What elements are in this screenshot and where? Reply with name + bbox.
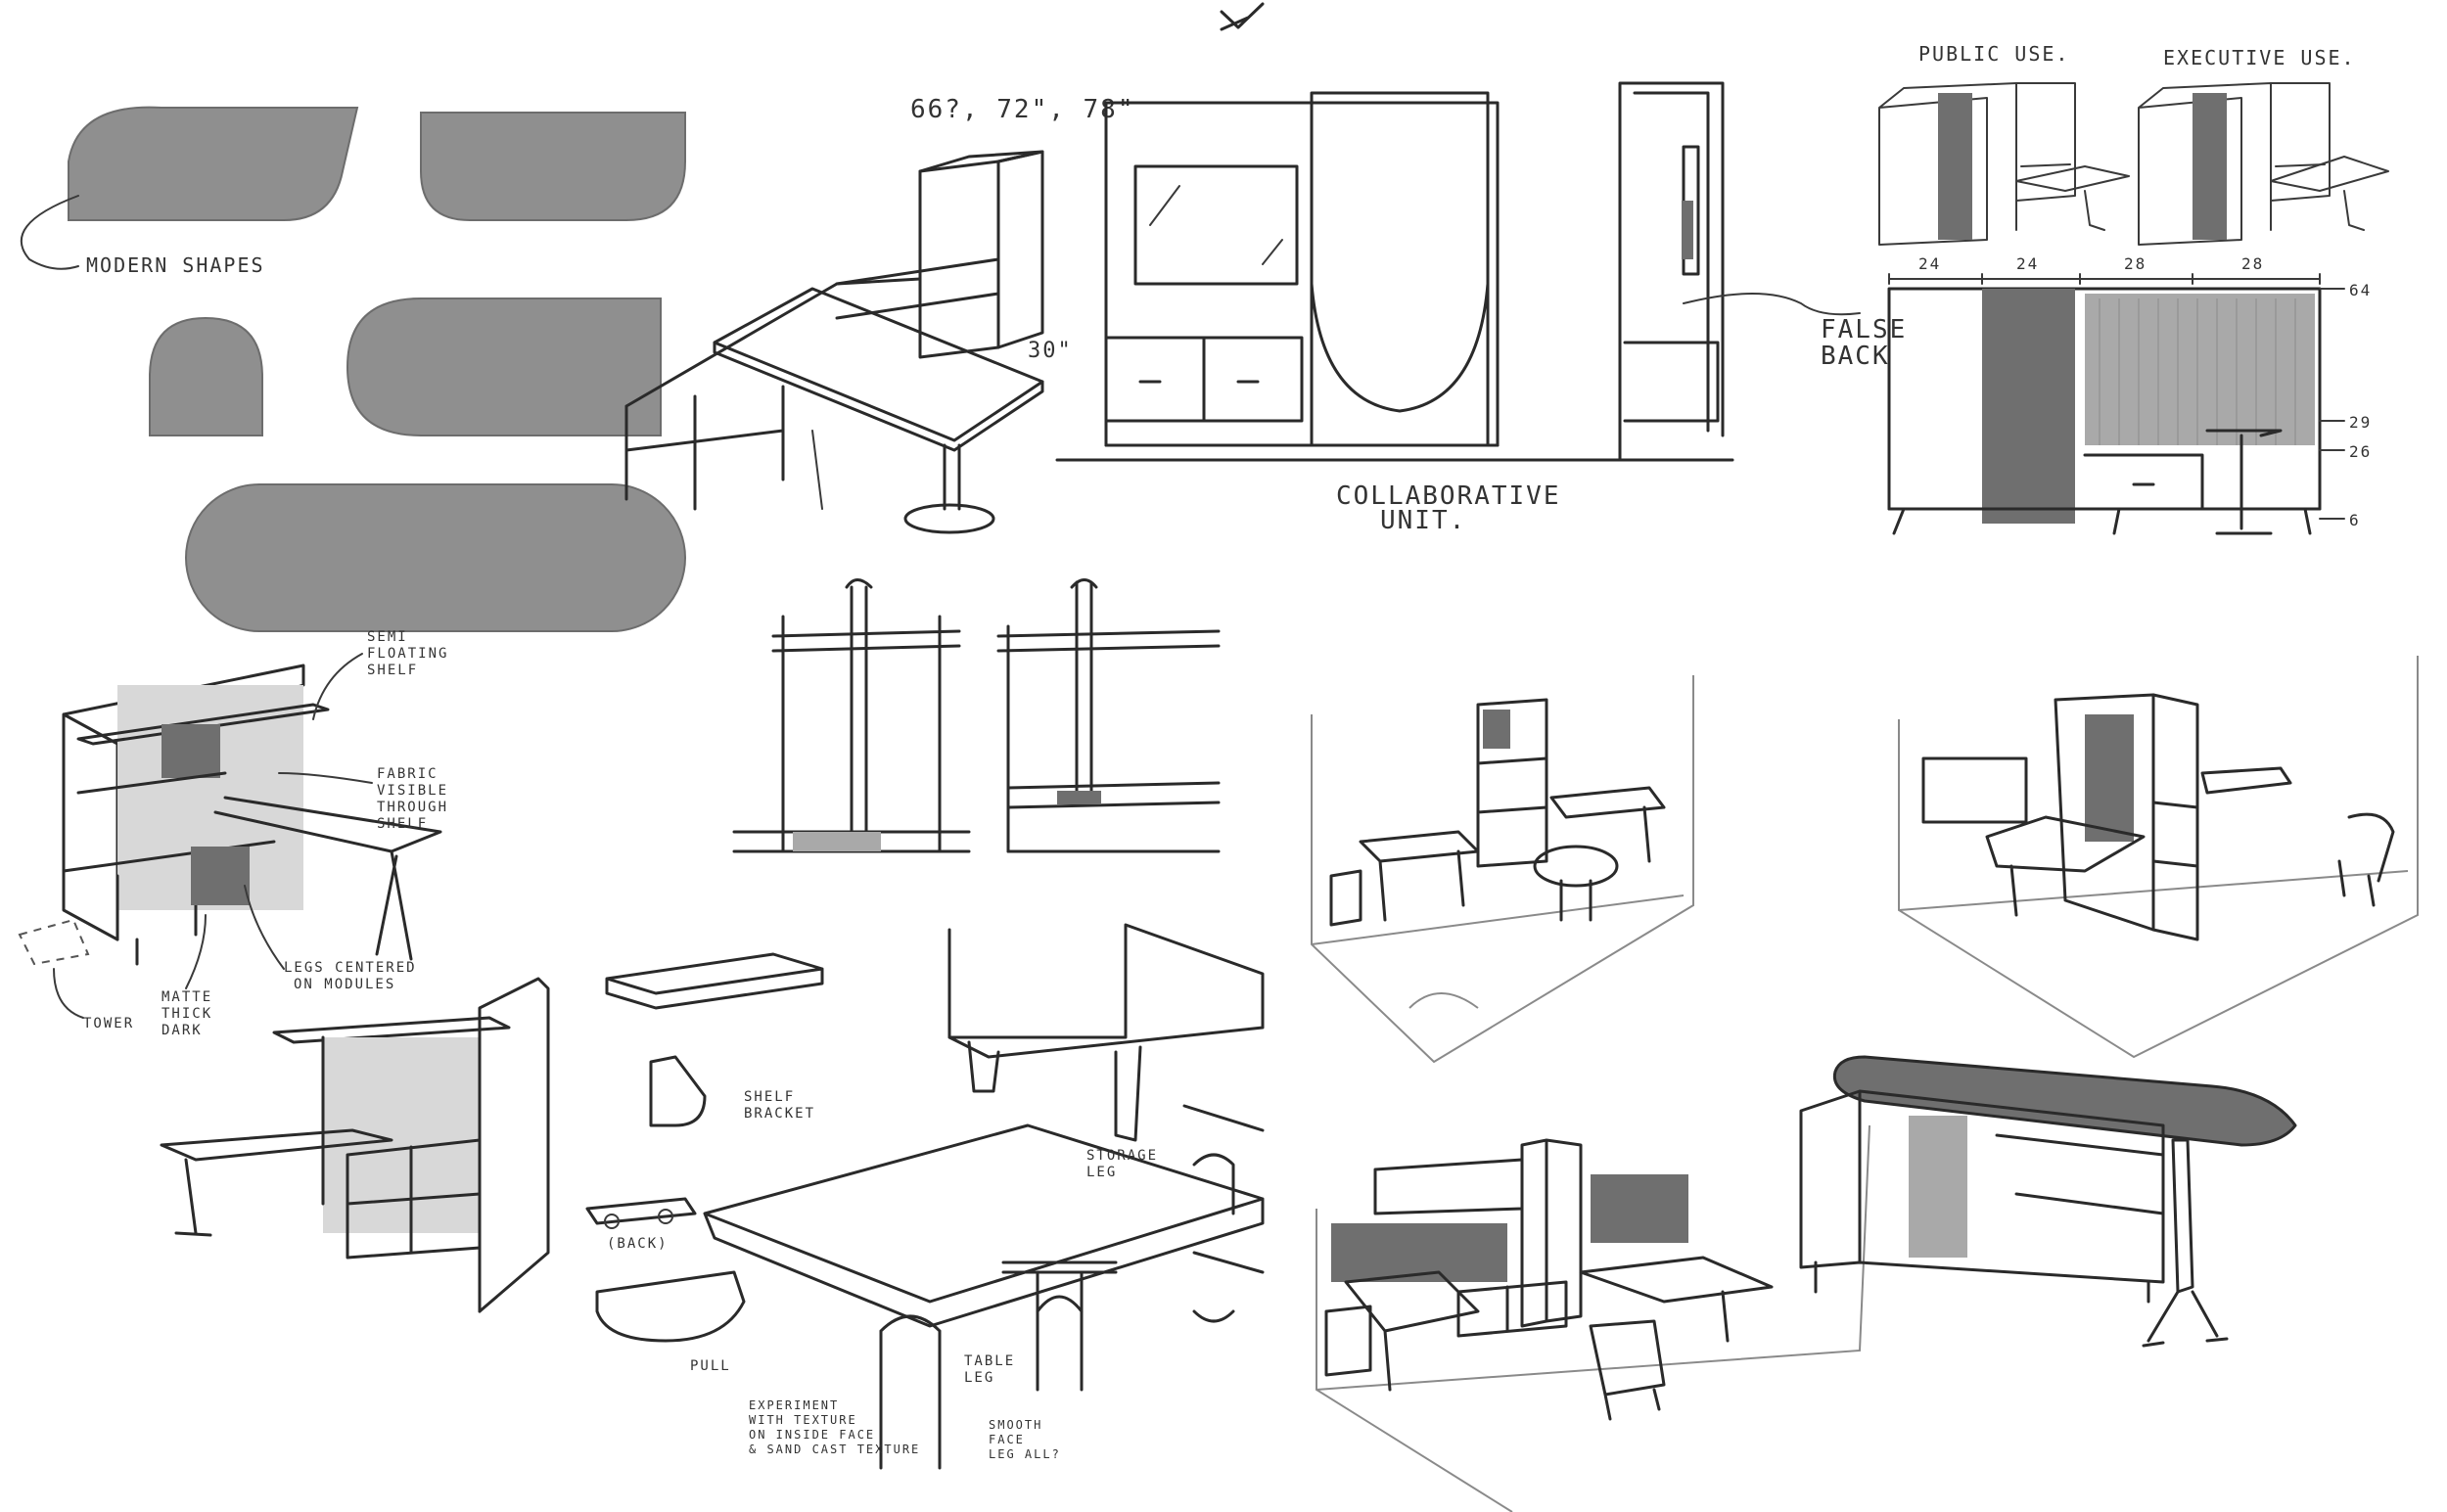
- workstation-cluster: [1316, 1124, 1870, 1512]
- collab-label-line1: COLLABORATIVE: [1336, 481, 1561, 511]
- legs-centered-label-2: ON MODULES: [294, 977, 395, 992]
- shape-swatch-1: [68, 106, 359, 221]
- table-leg-label-2: LEG: [964, 1370, 994, 1386]
- shape-swatch-5: [185, 483, 686, 632]
- section-details: [732, 578, 1221, 853]
- back-label: (BACK): [607, 1236, 669, 1252]
- matte-thick-label-1: MATTE: [162, 989, 212, 1005]
- shape-swatch-2: [420, 112, 686, 221]
- hardware-leg-details: SHELF BRACKET (BACK) PULL TABLE LEG EXPE…: [585, 923, 1265, 1470]
- dim-side-4: 6: [2349, 511, 2361, 529]
- dim-30-label: 30": [1028, 339, 1073, 363]
- shelf-system-sketch: SEMI FLOATING SHELF FABRIC VISIBLE THROU…: [18, 629, 448, 1038]
- dim-top-4: 28: [2241, 254, 2264, 273]
- collaborative-unit-elevation: COLLABORATIVE UNIT.: [1055, 91, 1685, 535]
- dim-top-3: 28: [2124, 254, 2147, 273]
- dim-top-2: 24: [2016, 254, 2039, 273]
- dim-side-1: 64: [2349, 281, 2372, 299]
- shape-swatch-4: [346, 298, 662, 436]
- dimensioned-elevation: 24 24 28 28 64 29 26 6: [1887, 254, 2372, 535]
- shelf-bracket-label-2: BRACKET: [744, 1106, 815, 1122]
- dim-side-3: 26: [2349, 442, 2372, 461]
- modern-shapes-group: MODERN SHAPES: [20, 106, 686, 632]
- false-back-line2: BACK: [1821, 342, 1890, 371]
- panel-workstation-sketch: [160, 977, 550, 1313]
- fabric-visible-label-4: SHELF: [377, 816, 428, 832]
- storage-leg-label-2: LEG: [1086, 1165, 1117, 1180]
- side-elevation: FALSE BACK: [1618, 81, 1907, 462]
- experiment-label-4: & SAND CAST TEXTURE: [749, 1443, 920, 1456]
- legs-centered-label-1: LEGS CENTERED: [284, 960, 417, 976]
- semi-floating-label-3: SHELF: [367, 663, 418, 678]
- smooth-face-label-3: LEG ALL?: [989, 1447, 1061, 1461]
- public-executive-use-sketches: PUBLIC USE. EXECUTIVE USE.: [1878, 42, 2389, 246]
- shape-swatch-3: [149, 316, 263, 436]
- room-perspective-2: [1898, 656, 2419, 1059]
- executive-desk-render: [1799, 1055, 2297, 1348]
- semi-floating-label-1: SEMI: [367, 629, 408, 645]
- modern-shapes-label: MODERN SHAPES: [86, 253, 265, 277]
- pull-label: PULL: [690, 1358, 731, 1374]
- experiment-label-2: WITH TEXTURE: [749, 1413, 857, 1427]
- fabric-visible-label-1: FABRIC: [377, 766, 439, 782]
- heights-label: 66?, 72", 78": [910, 95, 1135, 124]
- desk-tower-sketch: 66?, 72", 78" 30": [624, 2, 1265, 534]
- collab-label-line2: UNIT.: [1380, 506, 1466, 535]
- tower-label: TOWER: [83, 1016, 134, 1031]
- fabric-visible-label-3: THROUGH: [377, 800, 448, 815]
- experiment-label-3: ON INSIDE FACE: [749, 1428, 875, 1442]
- semi-floating-label-2: FLOATING: [367, 646, 448, 662]
- room-perspective-1: [1311, 675, 1694, 1064]
- matte-thick-label-3: DARK: [162, 1023, 203, 1038]
- fabric-visible-label-2: VISIBLE: [377, 783, 448, 799]
- public-use-label: PUBLIC USE.: [1918, 42, 2069, 66]
- dim-top-1: 24: [1918, 254, 1941, 273]
- matte-thick-label-2: THICK: [162, 1006, 212, 1022]
- shelf-bracket-label-1: SHELF: [744, 1089, 795, 1105]
- executive-use-label: EXECUTIVE USE.: [2163, 46, 2356, 69]
- storage-leg-label-1: STORAGE: [1086, 1148, 1158, 1164]
- false-back-line1: FALSE: [1821, 315, 1907, 344]
- experiment-label-1: EXPERIMENT: [749, 1398, 839, 1412]
- dim-side-2: 29: [2349, 413, 2372, 432]
- smooth-face-label-1: SMOOTH: [989, 1418, 1042, 1432]
- smooth-face-label-2: FACE: [989, 1433, 1025, 1446]
- table-leg-label-1: TABLE: [964, 1353, 1015, 1369]
